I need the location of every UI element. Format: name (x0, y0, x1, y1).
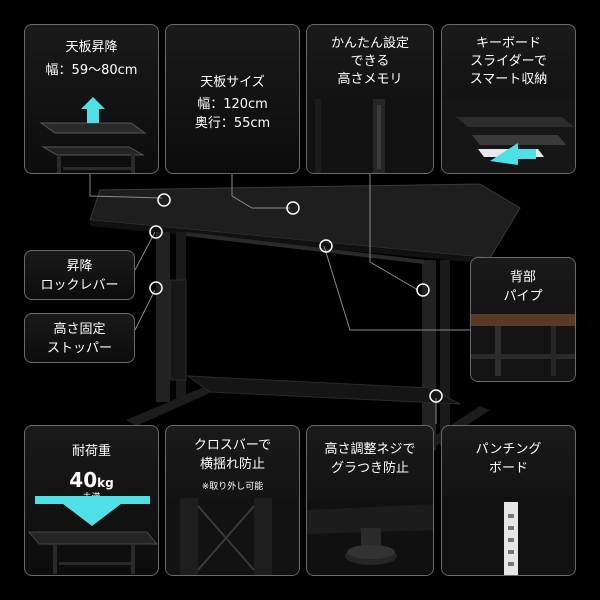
marker-memory (416, 283, 430, 297)
panel-memory: かんたん設定 できる 高さメモリ (306, 24, 434, 174)
pipe-photo (471, 310, 575, 381)
keyboard-photo (442, 99, 575, 173)
panel-lock: 昇降 ロックレバー (24, 250, 135, 300)
load-illustration (27, 496, 158, 574)
marker-top-size (286, 201, 300, 215)
panel-top-raise-title: 天板昇降 (65, 40, 118, 55)
slide-arrow-icon (490, 143, 536, 165)
adjuster-photo (307, 500, 433, 575)
marker-top-raise (157, 193, 171, 207)
panel-back-pipe: 背部 パイプ (470, 257, 576, 382)
punching-photo (442, 496, 575, 575)
panel-top-raise-text: 幅：59～80cm (45, 63, 138, 78)
panel-top-size-text: 幅：120cm 奥行：55cm (194, 97, 271, 131)
panel-punching-title: パンチング ボード (475, 442, 542, 476)
panel-stopper: 高さ固定 ストッパー (24, 313, 135, 363)
down-arrow-icon (35, 496, 150, 526)
panel-adjuster-title: 高さ調整ネジで グラつき防止 (324, 442, 416, 476)
crossbar-photo (166, 498, 299, 575)
marker-lock (149, 225, 163, 239)
panel-crossbar-title: クロスバーで 横揺れ防止 (193, 438, 272, 472)
panel-punching: パンチング ボード (441, 425, 576, 576)
panel-stopper-title: 高さ固定 ストッパー (46, 322, 112, 356)
marker-stopper (149, 281, 163, 295)
marker-punching (429, 389, 443, 403)
load-value: 40 (69, 468, 98, 492)
panel-top-size-title: 天板サイズ (200, 75, 265, 90)
marker-pipe (319, 239, 333, 253)
panel-lock-title: 昇降 ロックレバー (40, 259, 119, 293)
panel-adjuster: 高さ調整ネジで グラつき防止 (306, 425, 434, 576)
raise-desk-illustration (39, 97, 147, 173)
panel-keyboard: キーボード スライダーで スマート収納 (441, 24, 576, 174)
panel-load: 耐荷重 40kg 未満 (24, 425, 159, 576)
panel-back-pipe-title: 背部 パイプ (503, 270, 543, 304)
panel-crossbar-note: ※取り外し可能 (201, 482, 264, 492)
desk-illustration (89, 183, 521, 470)
panel-load-title: 耐荷重 (71, 444, 111, 459)
panel-keyboard-title: キーボード スライダーで スマート収納 (469, 36, 548, 87)
panel-memory-title: かんたん設定 できる 高さメモリ (330, 36, 409, 87)
up-arrow-icon (81, 97, 105, 123)
panel-top-size: 天板サイズ 幅：120cm 奥行：55cm (165, 24, 300, 174)
panel-top-raise: 天板昇降 幅：59～80cm (24, 24, 159, 174)
load-unit: kg (97, 476, 114, 490)
panel-crossbar: クロスバーで 横揺れ防止 ※取り外し可能 (165, 425, 300, 576)
memory-photo (307, 99, 433, 173)
